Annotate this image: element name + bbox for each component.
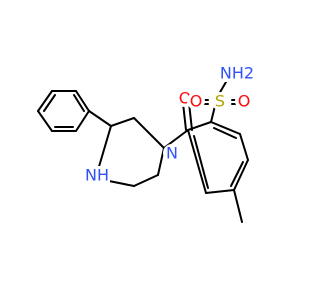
bond [187,129,207,194]
atom-nh2: NH2 [220,64,254,83]
atom-label: O [190,92,203,111]
methyl-bond [233,189,243,223]
bond [193,135,209,189]
atom-s: S [211,92,229,111]
atom-n-ring: N [163,144,181,163]
bond [182,102,187,131]
carbonyl-group [163,102,193,149]
phenyl-ring [37,90,90,132]
piperazine-ring [97,117,165,187]
atom-label: O [238,92,251,111]
bond [133,174,159,187]
bond [210,105,216,123]
bond [157,147,165,176]
bond [218,81,227,95]
atom-o-sulfonyl-left: O [187,92,205,111]
bond [37,90,53,112]
bond [75,110,90,132]
atom-label: NH2 [220,64,254,83]
bond [133,117,165,149]
atom-label: N [166,144,178,163]
bond [110,117,135,127]
bond [205,189,235,194]
bond [97,125,112,171]
atom-nh-ring: NH [84,166,110,185]
bond [233,159,249,191]
bond [88,110,112,127]
chemical-structure-diagram: O N NH S O O NH2 [37,64,254,223]
bond [43,94,56,112]
benzene-ring [187,121,249,194]
bond [210,121,241,135]
atom-labels: O N NH S O O NH2 [84,64,254,185]
bond [239,133,249,161]
atom-label: NH [85,166,109,185]
bond [75,90,90,112]
bond [187,121,212,131]
bond [213,127,237,139]
bond [230,161,244,187]
bond [188,102,193,131]
atom-label: S [215,92,225,111]
bond [73,94,85,112]
bond [37,110,53,132]
atom-o-sulfonyl-right: O [235,92,253,111]
